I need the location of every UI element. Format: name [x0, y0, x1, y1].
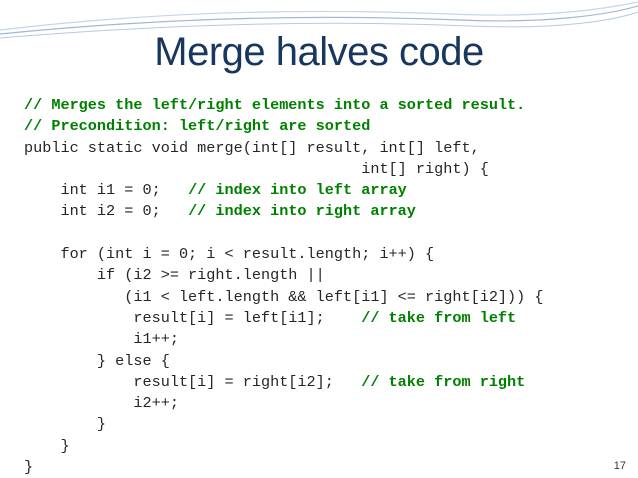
code-line: i2++; — [24, 393, 634, 414]
code-line — [24, 223, 634, 244]
code-comment: // take from right — [361, 372, 526, 391]
code-line: result[i] = right[i2]; // take from righ… — [24, 372, 634, 393]
code-text: if (i2 >= right.length || — [24, 266, 325, 285]
code-line: public static void merge(int[] result, i… — [24, 138, 634, 159]
code-comment: // Precondition: left/right are sorted — [24, 117, 371, 136]
code-text: (i1 < left.length && left[i1] <= right[i… — [24, 287, 544, 306]
code-text: int i2 = 0; — [24, 202, 189, 221]
code-text: for (int i = 0; i < result.length; i++) … — [24, 245, 435, 264]
code-text: int[] right) { — [24, 159, 489, 178]
code-line: } — [24, 457, 634, 478]
code-text: i1++; — [24, 330, 179, 349]
code-text: } else { — [24, 351, 170, 370]
code-text: int i1 = 0; — [24, 181, 189, 200]
slide-title: Merge halves code — [154, 30, 484, 74]
code-comment: // Merges the left/right elements into a… — [24, 96, 526, 114]
code-line: } — [24, 436, 634, 457]
code-line: if (i2 >= right.length || — [24, 265, 634, 286]
code-line: int i2 = 0; // index into right array — [24, 201, 634, 222]
code-text: } — [24, 458, 34, 477]
code-line: (i1 < left.length && left[i1] <= right[i… — [24, 287, 634, 308]
code-line: int i1 = 0; // index into left array — [24, 180, 634, 201]
code-text: } — [24, 415, 107, 434]
code-line: // Precondition: left/right are sorted — [24, 116, 634, 137]
code-line: result[i] = left[i1]; // take from left — [24, 308, 634, 329]
code-comment: // take from left — [361, 308, 517, 327]
code-comment: // index into left array — [188, 181, 407, 200]
code-line: } — [24, 414, 634, 435]
code-line: i1++; — [24, 329, 634, 350]
code-text: } — [24, 436, 70, 455]
code-comment: // index into right array — [188, 202, 416, 221]
code-line: } else { — [24, 351, 634, 372]
code-line: for (int i = 0; i < result.length; i++) … — [24, 244, 634, 265]
code-block: // Merges the left/right elements into a… — [24, 95, 634, 478]
code-text: result[i] = left[i1]; — [24, 308, 362, 327]
code-line: // Merges the left/right elements into a… — [24, 95, 634, 116]
header-wave-decoration — [0, 1, 638, 39]
code-text: public static void merge(int[] result, i… — [24, 138, 480, 157]
code-text: i2++; — [24, 394, 179, 413]
slide-page-number: 17 — [613, 460, 626, 472]
code-line: int[] right) { — [24, 159, 634, 180]
code-text: result[i] = right[i2]; — [24, 372, 362, 391]
